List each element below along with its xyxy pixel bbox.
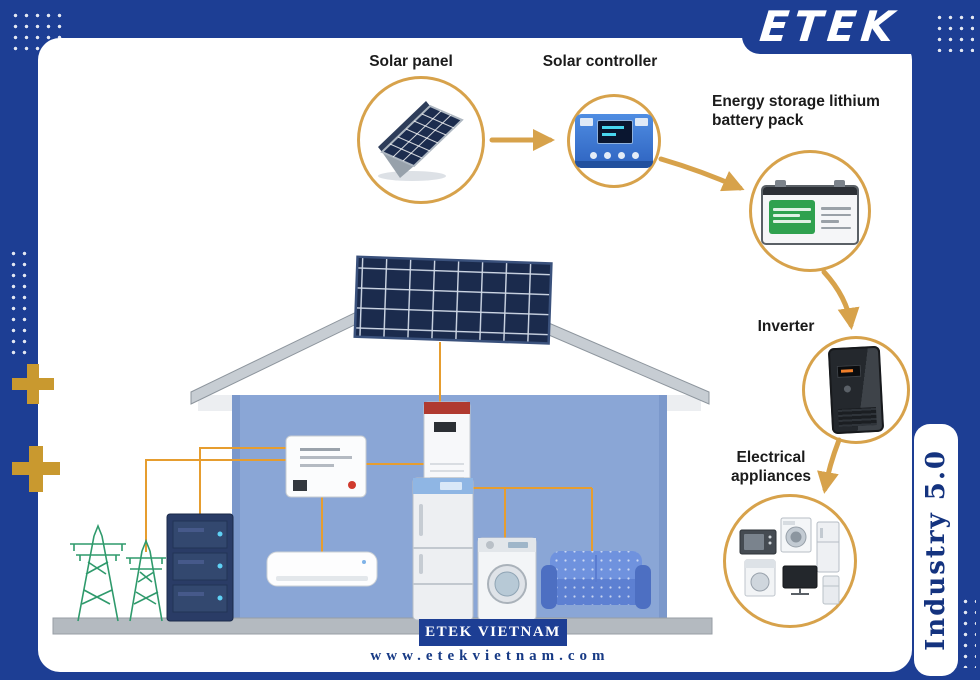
label-solar-panel: Solar panel (369, 53, 453, 70)
brand-logo: ETEK (757, 2, 902, 51)
controller-chip (635, 118, 648, 126)
solar-panel-node (357, 76, 485, 204)
roof-eaves (198, 395, 701, 411)
appliances-node (723, 494, 857, 628)
label-battery-pack: Energy storage lithium battery pack (712, 93, 912, 131)
ground (52, 617, 713, 635)
dots-pattern (8, 248, 32, 360)
tv-icon (782, 565, 818, 595)
controller-chip (580, 118, 593, 126)
inverter-node (802, 336, 910, 444)
house-inverter (423, 401, 471, 491)
microwave-icon (739, 529, 777, 555)
small-appliance-icon (822, 575, 840, 605)
solar-controller-node (567, 94, 661, 188)
appliances-icon (739, 517, 840, 605)
label-line: Electrical (736, 449, 806, 466)
dots-pattern (934, 12, 974, 52)
fridge-icon (816, 521, 840, 573)
battery-pack-node (749, 150, 871, 272)
sofa (541, 551, 651, 609)
battery-spec-lines (821, 203, 851, 233)
plus-icon (12, 364, 54, 404)
house-wiring (145, 342, 593, 553)
label-line: Energy storage lithium (712, 93, 880, 110)
label-line: appliances (730, 467, 812, 485)
air-conditioner (266, 551, 378, 587)
label-inverter: Inverter (757, 318, 815, 335)
inverter-icon (827, 345, 885, 435)
website-text: www.etekvietnam.com (370, 648, 610, 664)
industry-label: Industry 5.0 (921, 449, 951, 651)
controller-screen (597, 120, 633, 144)
washer-icon (780, 517, 812, 553)
industry-strip: Industry 5.0 (914, 424, 958, 676)
controller-buttons (575, 152, 653, 159)
transmission-towers (70, 523, 166, 622)
plus-icon (12, 446, 60, 492)
label-line: battery pack (712, 111, 804, 129)
oven-icon (744, 559, 776, 597)
solar-controller-icon (575, 114, 653, 168)
label-electrical-appliances: Electrical appliances (714, 449, 828, 487)
battery-cabinet (166, 513, 234, 622)
label-solar-controller: Solar controller (542, 53, 658, 70)
controller-base (575, 161, 653, 168)
refrigerator (412, 477, 474, 621)
rooftop-solar-panel (353, 255, 553, 345)
dots-pattern (10, 10, 62, 54)
wall-control-box (285, 435, 367, 498)
brand-banner: ETEK VIETNAM (419, 619, 567, 646)
house-scene (52, 255, 713, 635)
battery-pack-icon (761, 180, 859, 245)
solar-panel-icon (378, 101, 464, 181)
washing-machine (477, 537, 537, 621)
battery-label (769, 200, 815, 234)
